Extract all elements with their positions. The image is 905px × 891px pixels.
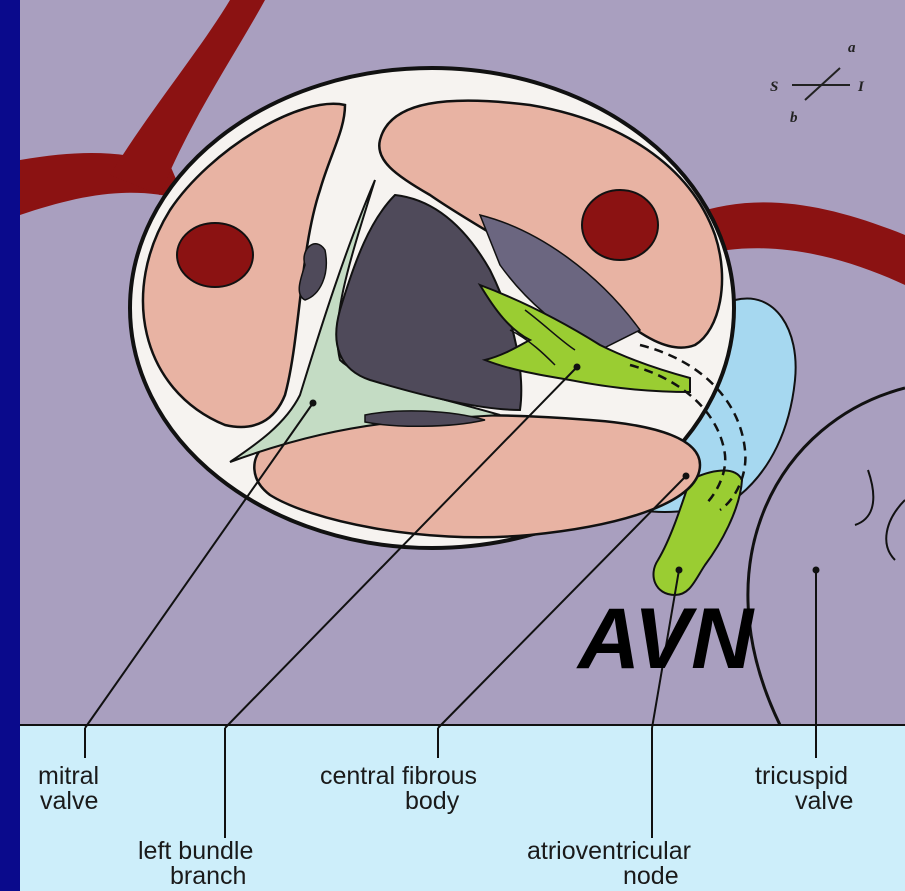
left-bundle-label-line1: left bundle [138, 837, 253, 865]
left-coronary-vessel [177, 223, 253, 287]
tricuspid-dot [813, 567, 820, 574]
mitral-dot [310, 400, 317, 407]
left-bundle-label-line2: branch [170, 862, 246, 890]
compass-label-b: b [790, 110, 798, 126]
left-bundle-dot [574, 364, 581, 371]
compass-label-i: I [857, 79, 865, 95]
compass-label-s: S [770, 79, 778, 95]
central-body-label-line1: central fibrous [320, 762, 477, 790]
compass-label-a: a [848, 40, 856, 56]
tricuspid-label-line2: valve [795, 787, 853, 815]
av-node-label-line1: atrioventricular [527, 837, 691, 865]
avn-callout: AVN [576, 591, 755, 687]
av-node-dot [676, 567, 683, 574]
central-body-dot [683, 473, 690, 480]
right-coronary-vessel [582, 190, 658, 260]
central-body-label-line2: body [405, 787, 460, 815]
label-band [20, 725, 905, 891]
mitral-label-line1: mitral [38, 762, 99, 790]
tricuspid-label-line1: tricuspid [755, 762, 848, 790]
mitral-label-line2: valve [40, 787, 98, 815]
av-node-label-line2: node [623, 862, 679, 890]
